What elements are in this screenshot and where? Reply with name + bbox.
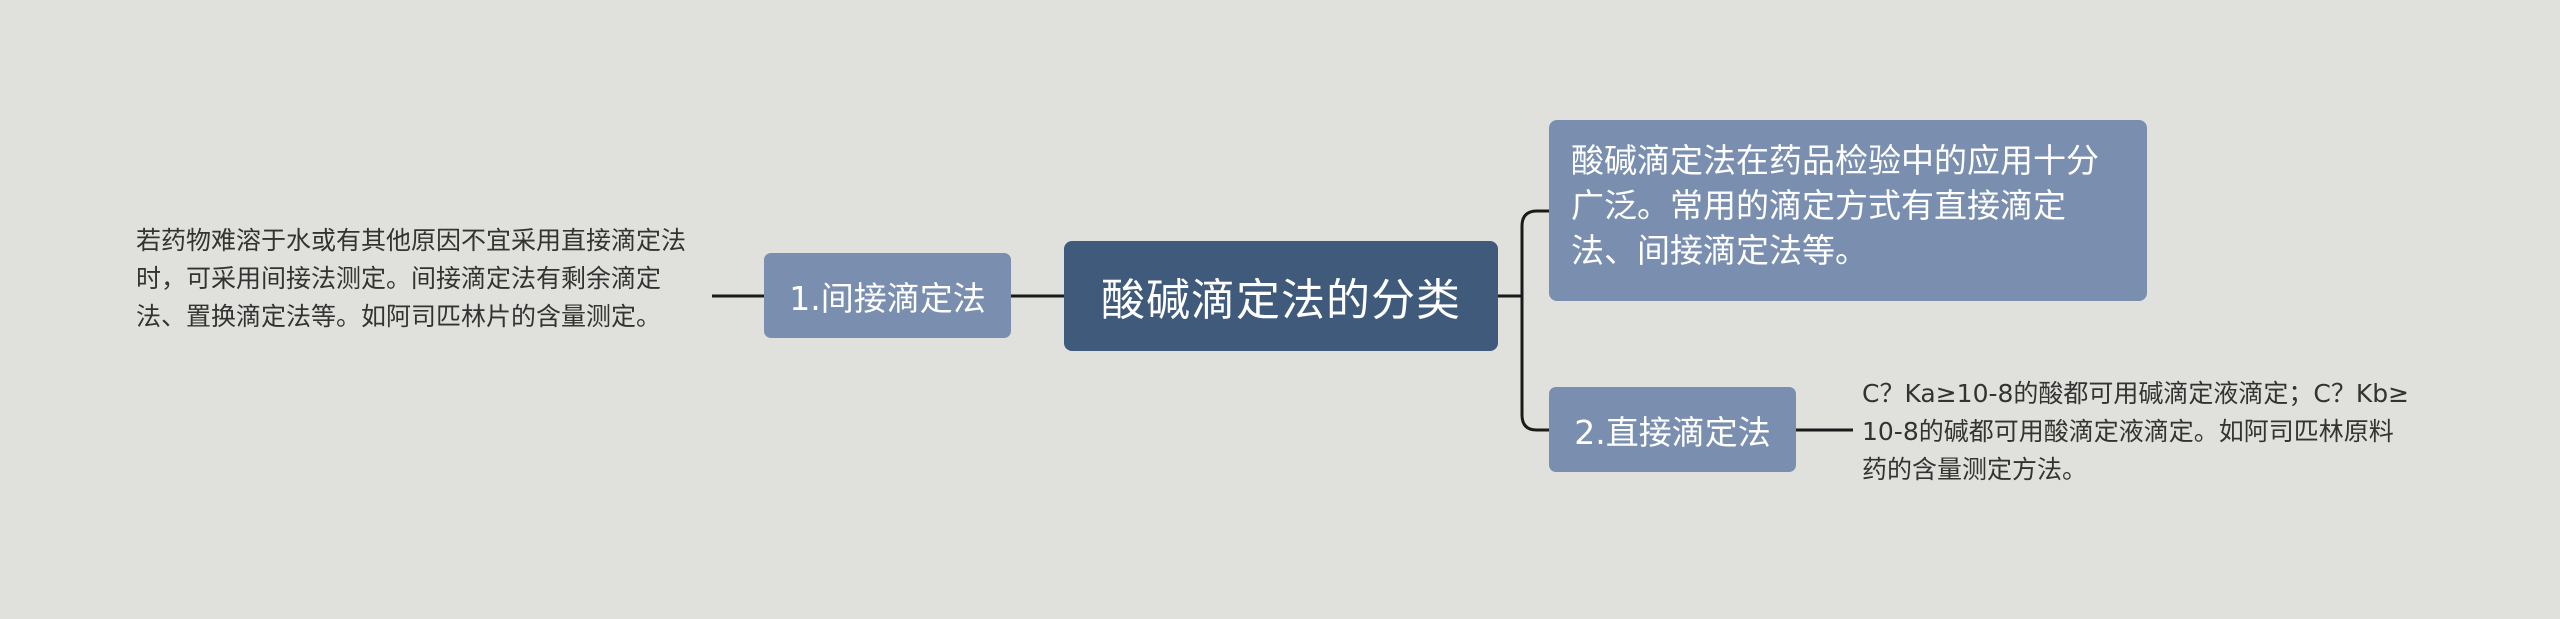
branch-overview-text: 酸碱滴定法在药品检验中的应用十分广泛。常用的滴定方式有直接滴定法、间接滴定法等。 (1571, 141, 2099, 270)
branch-direct-titration[interactable]: 2.直接滴定法 (1549, 387, 1796, 472)
branch-direct-titration-label: 2.直接滴定法 (1574, 412, 1771, 452)
indirect-titration-detail: 若药物难溶于水或有其他原因不宜采用直接滴定法时，可采用间接法测定。间接滴定法有剩… (136, 226, 687, 331)
direct-titration-detail: C？Ka≥10-8的酸都可用碱滴定液滴定；C？Kb≥10-8的碱都可用酸滴定液滴… (1862, 379, 2410, 484)
root-topic-label: 酸碱滴定法的分类 (1101, 275, 1461, 326)
branch-indirect-titration[interactable]: 1.间接滴定法 (764, 253, 1011, 338)
root-topic[interactable]: 酸碱滴定法的分类 (1064, 241, 1498, 351)
connector-root-to-direct (1520, 296, 1549, 432)
connector-root-to-overview (1520, 209, 1549, 296)
branch-indirect-titration-label: 1.间接滴定法 (789, 278, 986, 318)
branch-overview[interactable]: 酸碱滴定法在药品检验中的应用十分广泛。常用的滴定方式有直接滴定法、间接滴定法等。 (1549, 120, 2147, 301)
